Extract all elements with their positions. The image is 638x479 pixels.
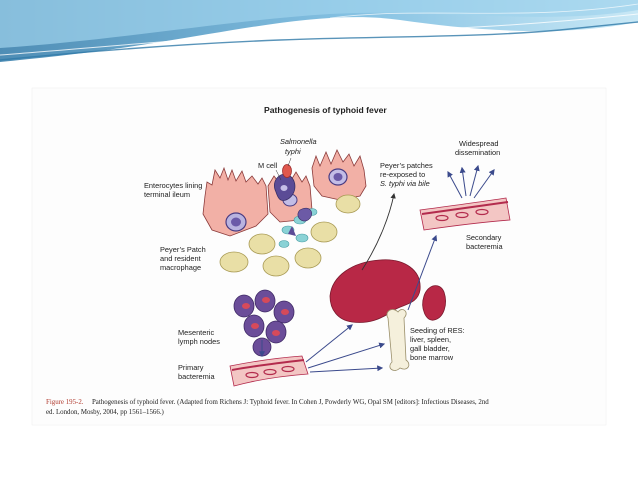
svg-text:Widespread: Widespread (459, 139, 498, 148)
label-widespread: Widespread dissemination (455, 139, 500, 157)
svg-text:gall bladder,: gall bladder, (410, 344, 450, 353)
svg-text:Figure 195-2. Pathogenes: Figure 195-2. Pathogenesis of typhoid fe… (46, 391, 489, 408)
mesenteric-lymph-nodes (233, 289, 295, 357)
svg-text:Peyer’s Patch: Peyer’s Patch (160, 245, 206, 254)
svg-text:re-exposed to: re-exposed to (380, 170, 425, 179)
pathway-arrows (259, 164, 495, 373)
label-reexposed: Peyer’s patches re-exposed to S. typhi v… (380, 161, 433, 188)
enterocytes-cluster (202, 149, 367, 237)
m-cell (274, 173, 296, 201)
svg-text:Enterocytes lining: Enterocytes lining (144, 181, 202, 190)
caption-figure-label: Figure 195-2. (46, 399, 84, 406)
svg-text:Secondary: Secondary (466, 233, 502, 242)
label-primary: Primary bacteremia (178, 363, 215, 381)
svg-text:S. typhi via bile: S. typhi via bile (380, 179, 430, 188)
label-seeding: Seeding of RES: liver, spleen, gall blad… (410, 326, 465, 362)
diagram-title: Pathogenesis of typhoid fever (264, 105, 387, 115)
label-secondary: Secondary bacteremia (466, 233, 503, 251)
primary-bacteremia-vessel (229, 355, 309, 387)
svg-text:macrophage: macrophage (160, 263, 201, 272)
mcell-leader-line (275, 169, 282, 181)
svg-text:bacteremia: bacteremia (466, 242, 503, 251)
svg-text:and resident: and resident (160, 254, 201, 263)
svg-text:Primary: Primary (178, 363, 204, 372)
svg-text:terminal ileum: terminal ileum (144, 190, 190, 199)
bone-marrow (386, 309, 410, 371)
peyers-patch-cells (219, 194, 361, 277)
label-salmonella: Salmonella typhi (280, 137, 317, 156)
liver-organ (329, 259, 421, 323)
svg-text:Peyer’s patches: Peyer’s patches (380, 161, 433, 170)
caption-line-2: ed. London, Mosby, 2004, pp 1561–1566.) (46, 409, 164, 416)
figure-caption: Figure 195-2. Pathogenesis of typhoid fe… (46, 391, 489, 416)
label-enterocytes: Enterocytes lining terminal ileum (144, 181, 202, 199)
label-mesenteric: Mesenteric lymph nodes (178, 328, 220, 346)
svg-text:Salmonella: Salmonella (280, 137, 317, 146)
label-peyers-patch: Peyer’s Patch and resident macrophage (160, 245, 206, 272)
spleen-organ (422, 285, 446, 321)
svg-text:Mesenteric: Mesenteric (178, 328, 214, 337)
svg-text:lymph nodes: lymph nodes (178, 337, 220, 346)
caption-line-1: Pathogenesis of typhoid fever. (Adapted … (92, 399, 489, 406)
salmonella-leader-line (287, 157, 292, 167)
svg-text:dissemination: dissemination (455, 148, 500, 157)
salmonella-bacterium (282, 164, 292, 178)
label-m-cell: M cell (258, 161, 278, 170)
svg-text:Seeding of RES:: Seeding of RES: (410, 326, 465, 335)
svg-text:liver, spleen,: liver, spleen, (410, 335, 451, 344)
svg-text:typhi: typhi (285, 147, 301, 156)
secondary-bacteremia-vessel (419, 197, 511, 231)
header-wave-banner (0, 0, 638, 62)
svg-text:bone marrow: bone marrow (410, 353, 454, 362)
svg-text:bacteremia: bacteremia (178, 372, 215, 381)
